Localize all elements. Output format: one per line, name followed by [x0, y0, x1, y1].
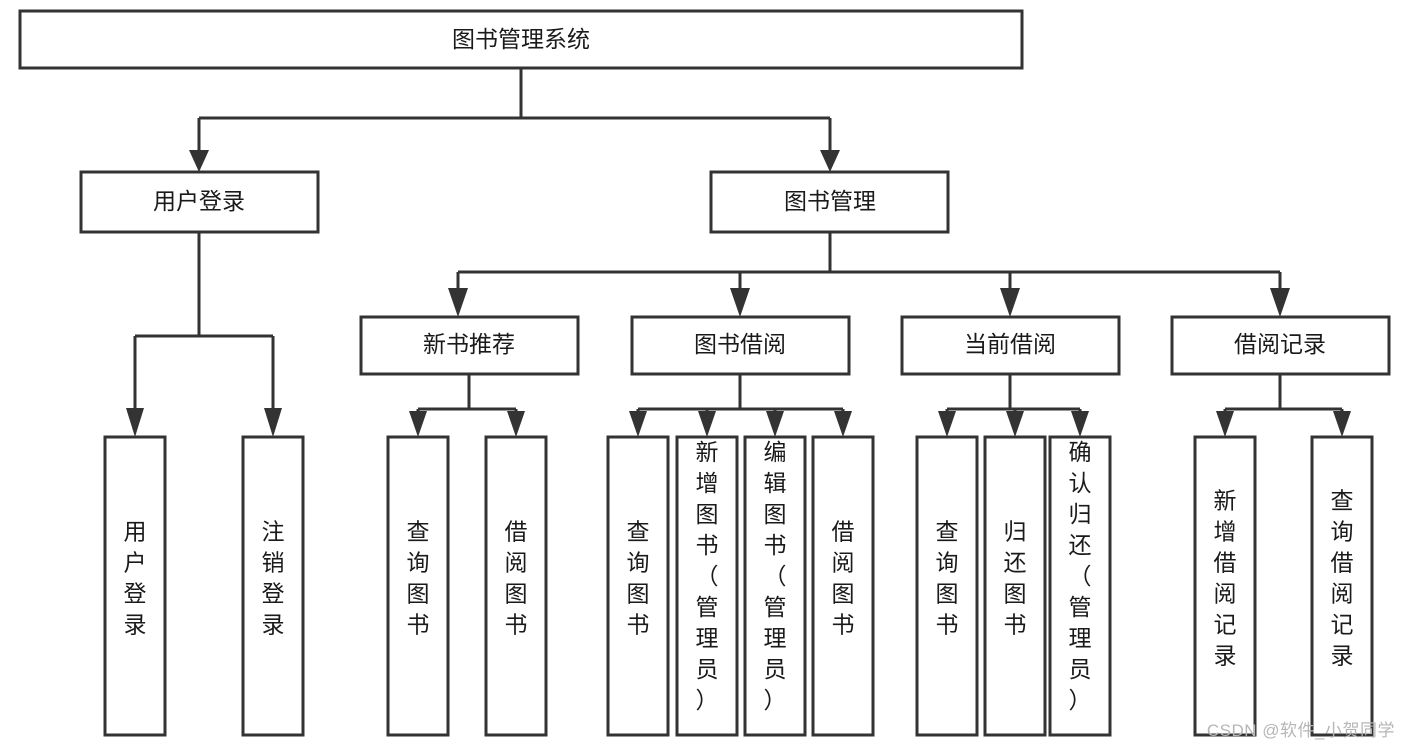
node-root-label: 图书管理系统	[452, 26, 590, 52]
arrow-head-borrow-record	[1270, 288, 1290, 317]
arrow-head-book-borrow	[730, 288, 750, 317]
arrow-head-leaf-query-book-1	[409, 411, 427, 437]
node-user-login-label: 用户登录	[153, 188, 245, 214]
arrow-head-leaf-borrow-book-1	[507, 411, 525, 437]
node-leaf-query-record-label: 查询借阅记录	[1331, 488, 1354, 669]
node-leaf-add-record-label: 新增借阅记录	[1214, 488, 1237, 669]
node-leaf-query-book-1-box[interactable]	[386, 435, 450, 737]
node-leaf-borrow-book-1-label: 借阅图书	[505, 519, 528, 638]
node-book-borrow-box[interactable]	[630, 315, 851, 376]
node-leaf-query-book-3-label: 查询图书	[936, 519, 959, 638]
node-leaf-logout-label: 注销登录	[262, 519, 285, 638]
csdn-watermark: CSDN @软件_小贺同学	[1206, 721, 1395, 740]
node-leaf-query-record-box[interactable]	[1310, 435, 1374, 737]
arrow-head-leaf-add-record	[1216, 411, 1234, 437]
node-leaf-query-book-2[interactable]: 查询图书	[606, 435, 670, 737]
node-leaf-user-login[interactable]: 用户登录	[103, 435, 167, 737]
arrow-head-leaf-query-book-2	[629, 411, 647, 437]
node-leaf-query-book-3[interactable]: 查询图书	[915, 435, 979, 737]
arrow-head-leaf-query-book-3	[938, 411, 956, 437]
node-leaf-query-book-2-box[interactable]	[606, 435, 670, 737]
node-leaf-borrow-book-2[interactable]: 借阅图书	[811, 435, 875, 737]
node-book-borrow-label: 图书借阅	[694, 331, 786, 357]
node-leaf-add-book-label: 新增图书（管理员）	[696, 439, 719, 713]
node-leaf-edit-book-label: 编辑图书（管理员）	[764, 439, 787, 713]
node-new-book-recommend-box[interactable]	[359, 315, 580, 376]
node-leaf-return-book-box[interactable]	[983, 435, 1047, 737]
node-current-borrow-box[interactable]	[900, 315, 1121, 376]
node-user-login-box[interactable]	[79, 170, 320, 234]
node-borrow-record[interactable]: 借阅记录	[1170, 315, 1391, 376]
arrow-head-leaf-confirm-return	[1071, 411, 1089, 437]
node-book-manage-label: 图书管理	[784, 188, 876, 214]
node-leaf-borrow-book-2-label: 借阅图书	[832, 519, 855, 638]
arrow-head-leaf-borrow-book-2	[834, 411, 852, 437]
node-user-login[interactable]: 用户登录	[79, 170, 320, 234]
node-leaf-query-book-2-label: 查询图书	[627, 519, 650, 638]
node-root[interactable]: 图书管理系统	[18, 9, 1024, 70]
arrow-head-leaf-edit-book	[766, 411, 784, 437]
node-leaf-add-book[interactable]: 新增图书（管理员）	[675, 435, 739, 737]
connector-layer	[126, 68, 1351, 437]
node-new-book-recommend-label: 新书推荐	[423, 331, 515, 357]
node-leaf-logout-box[interactable]	[241, 435, 305, 737]
arrow-head-user-login	[189, 150, 209, 172]
node-leaf-query-book-1-label: 查询图书	[407, 519, 430, 638]
node-leaf-logout[interactable]: 注销登录	[241, 435, 305, 737]
node-root-box[interactable]	[18, 9, 1024, 70]
node-leaf-return-book[interactable]: 归还图书	[983, 435, 1047, 737]
arrow-head-book-manage	[820, 150, 840, 172]
node-leaf-edit-book-box[interactable]	[743, 435, 807, 737]
node-leaf-add-book-box[interactable]	[675, 435, 739, 737]
node-leaf-confirm-return-box[interactable]	[1048, 435, 1112, 737]
node-book-manage[interactable]: 图书管理	[709, 170, 950, 234]
arrow-head-leaf-user-login	[126, 408, 144, 437]
node-borrow-record-label: 借阅记录	[1234, 331, 1326, 357]
node-current-borrow-label: 当前借阅	[964, 331, 1056, 357]
node-leaf-borrow-book-2-box[interactable]	[811, 435, 875, 737]
node-leaf-borrow-book-1-box[interactable]	[484, 435, 548, 737]
arrow-head-current-borrow	[1000, 288, 1020, 317]
node-leaf-user-login-box[interactable]	[103, 435, 167, 737]
node-leaf-add-record[interactable]: 新增借阅记录	[1193, 435, 1257, 737]
arrow-head-leaf-return-book	[1006, 411, 1024, 437]
node-current-borrow[interactable]: 当前借阅	[900, 315, 1121, 376]
node-leaf-add-record-box[interactable]	[1193, 435, 1257, 737]
node-leaf-borrow-book-1[interactable]: 借阅图书	[484, 435, 548, 737]
node-leaf-edit-book[interactable]: 编辑图书（管理员）	[743, 435, 807, 737]
node-leaf-query-record[interactable]: 查询借阅记录	[1310, 435, 1374, 737]
node-leaf-confirm-return-label: 确认归还（管理员）	[1069, 439, 1092, 713]
node-leaf-query-book-1[interactable]: 查询图书	[386, 435, 450, 737]
node-leaf-confirm-return[interactable]: 确认归还（管理员）	[1048, 435, 1112, 737]
node-leaf-query-book-3-box[interactable]	[915, 435, 979, 737]
node-book-manage-box[interactable]	[709, 170, 950, 234]
node-leaf-user-login-label: 用户登录	[124, 519, 147, 638]
node-book-borrow[interactable]: 图书借阅	[630, 315, 851, 376]
arrow-head-leaf-query-record	[1333, 411, 1351, 437]
arrow-head-leaf-add-book	[698, 411, 716, 437]
node-borrow-record-box[interactable]	[1170, 315, 1391, 376]
node-new-book-recommend[interactable]: 新书推荐	[359, 315, 580, 376]
node-leaf-return-book-label: 归还图书	[1004, 519, 1027, 638]
arrow-head-leaf-logout	[264, 408, 282, 437]
arrow-head-new-book-recommend	[448, 288, 468, 317]
